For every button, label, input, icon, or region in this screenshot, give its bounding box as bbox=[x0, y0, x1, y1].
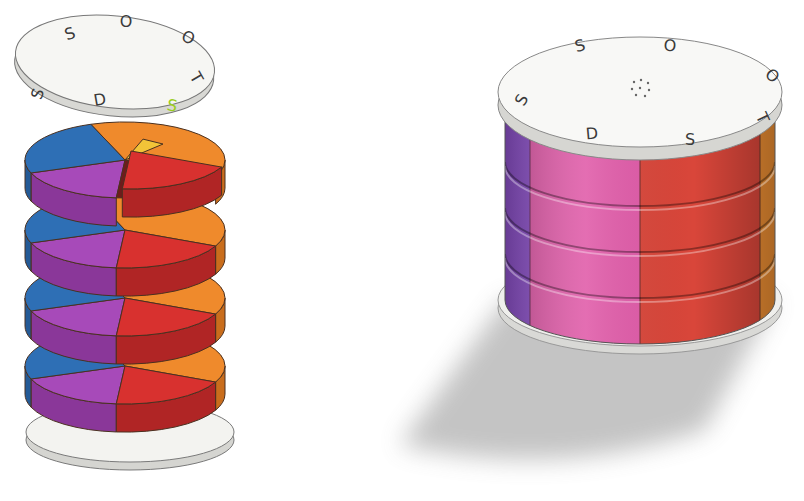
lid-letter: S bbox=[513, 92, 532, 109]
lid-letter: O bbox=[179, 28, 197, 48]
lid-letter: O bbox=[120, 14, 133, 30]
exploded-stack bbox=[10, 6, 234, 470]
top-lid bbox=[10, 6, 219, 126]
disc-wedge bbox=[116, 298, 215, 364]
lid-letter: S bbox=[573, 37, 587, 55]
center-dots bbox=[631, 79, 650, 97]
lid-letter: D bbox=[585, 125, 599, 142]
lid-letter: T bbox=[187, 70, 206, 86]
lid-letter: S bbox=[166, 97, 179, 115]
lid-letter: S bbox=[62, 25, 77, 44]
lid-letter: S bbox=[29, 86, 48, 101]
lid-letter: O bbox=[663, 37, 677, 54]
popped-wedge bbox=[122, 151, 221, 217]
lid-letter: O bbox=[762, 66, 782, 86]
lid-letter: D bbox=[93, 91, 108, 109]
disc-layer bbox=[25, 122, 225, 226]
lid-letter: S bbox=[685, 132, 695, 148]
lid-letter: T bbox=[753, 110, 772, 126]
disc-wedge bbox=[116, 366, 215, 432]
top-lid bbox=[498, 37, 782, 147]
disc-wedge bbox=[116, 230, 215, 296]
assembled-cylinder bbox=[400, 37, 782, 459]
